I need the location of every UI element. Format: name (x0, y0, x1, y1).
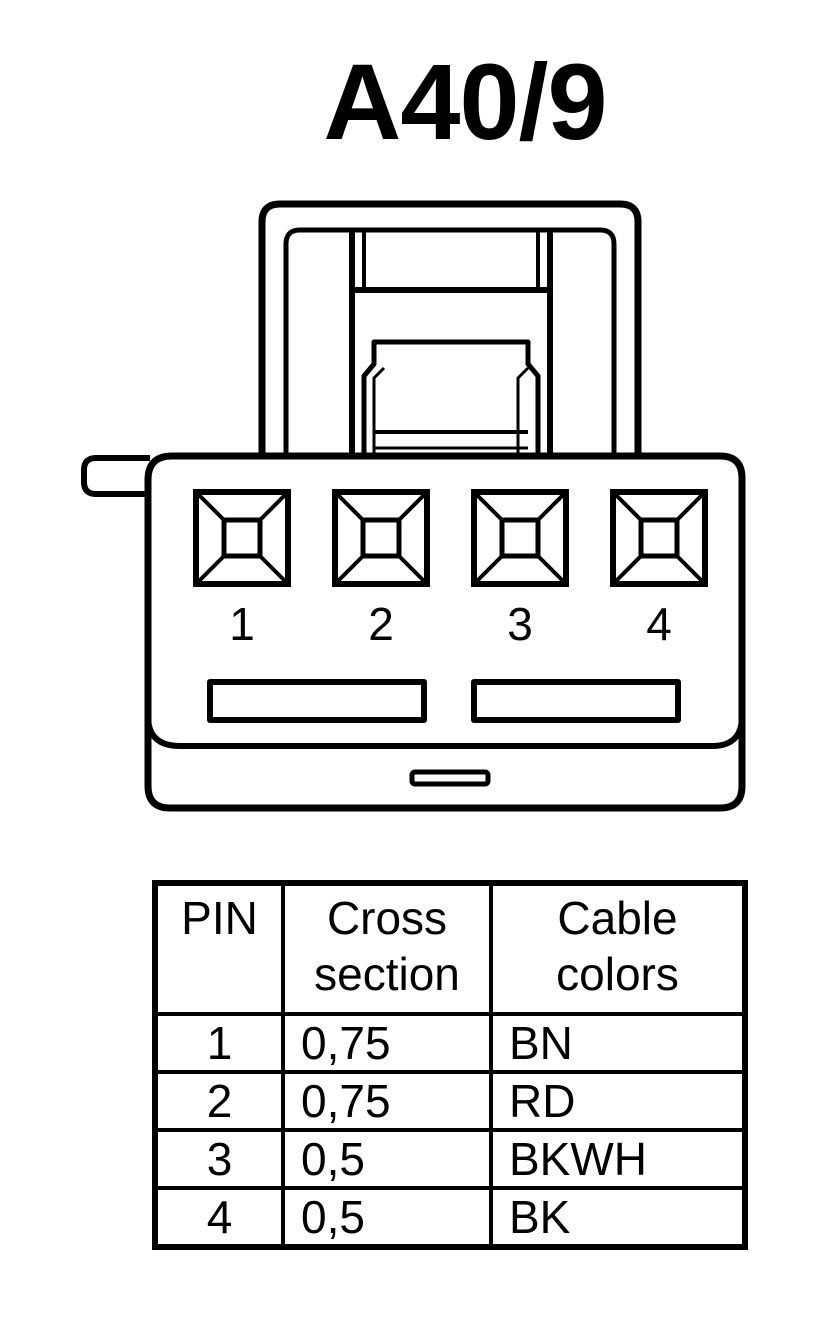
pin-number-label: 1 (229, 598, 255, 650)
latch-inner-frame (283, 227, 617, 462)
cell-cable-color: RD (489, 1070, 747, 1132)
table-row: 3 0,5 BKWH (153, 1128, 747, 1190)
table-row: 2 0,75 RD (153, 1070, 747, 1132)
cell-pin: 4 (153, 1186, 285, 1249)
coding-slot (409, 769, 491, 787)
table-row: 4 0,5 BK (153, 1186, 747, 1249)
header-cable-colors: Cable colors (489, 881, 747, 1016)
pin-number-label: 3 (507, 598, 533, 650)
header-cross-section: Cross section (281, 881, 493, 1016)
cell-pin: 3 (153, 1128, 285, 1190)
latch-outer-frame (258, 200, 642, 462)
pin-number-label: 2 (368, 598, 394, 650)
cell-pin: 1 (153, 1012, 285, 1074)
pin-cavity-2 (332, 489, 430, 587)
pin-cavity-4 (610, 489, 708, 587)
header-pin: PIN (153, 881, 285, 1016)
table-row: 1 0,75 BN (153, 1012, 747, 1074)
cell-pin: 2 (153, 1070, 285, 1132)
pin-cavity-3 (471, 489, 569, 587)
cell-cross-section: 0,75 (281, 1070, 493, 1132)
cell-cross-section: 0,5 (281, 1186, 493, 1249)
side-tab (81, 455, 150, 497)
pin-cavity-1 (193, 489, 291, 587)
cell-cross-section: 0,5 (281, 1128, 493, 1190)
connector-diagram: 1 2 3 4 (81, 200, 746, 812)
connector-title: A40/9 (323, 41, 607, 162)
pin-number-label: 4 (646, 598, 672, 650)
cell-cable-color: BKWH (489, 1128, 747, 1190)
keying-slot-left (207, 679, 427, 723)
keying-slot-right (471, 679, 681, 723)
cell-cross-section: 0,75 (281, 1012, 493, 1074)
cell-cable-color: BN (489, 1012, 747, 1074)
table-header-row: PIN Cross section Cable colors (153, 881, 747, 1016)
pin-table: PIN Cross section Cable colors 1 0,75 BN… (152, 880, 748, 1250)
latch-lever (361, 339, 541, 462)
cell-cable-color: BK (489, 1186, 747, 1249)
